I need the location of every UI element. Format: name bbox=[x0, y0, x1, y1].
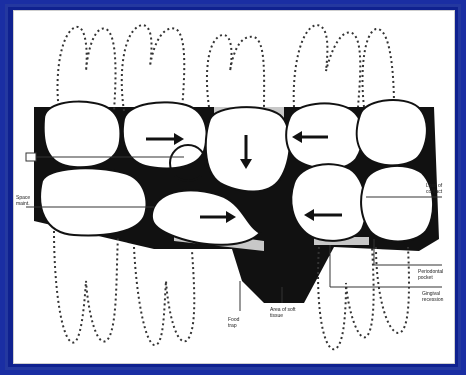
upper-roots bbox=[58, 25, 394, 111]
